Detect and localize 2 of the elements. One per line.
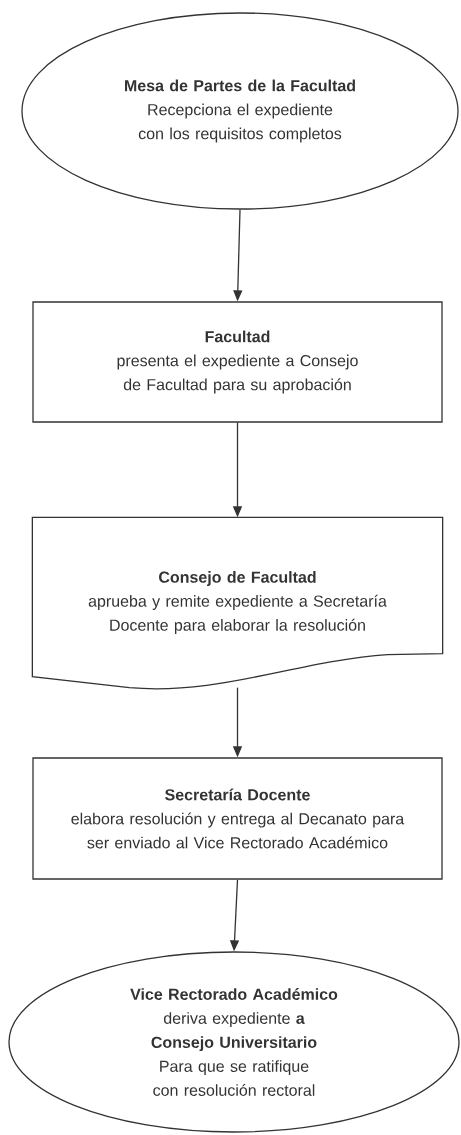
process-box: Facultad presenta el expediente a Consejo de Facultad para su aprobación [32, 301, 443, 423]
process-box: Secretaría Docente elabora resolución y entrega al Decanato para ser enviado al Vice Rectorado Académico [32, 757, 443, 880]
